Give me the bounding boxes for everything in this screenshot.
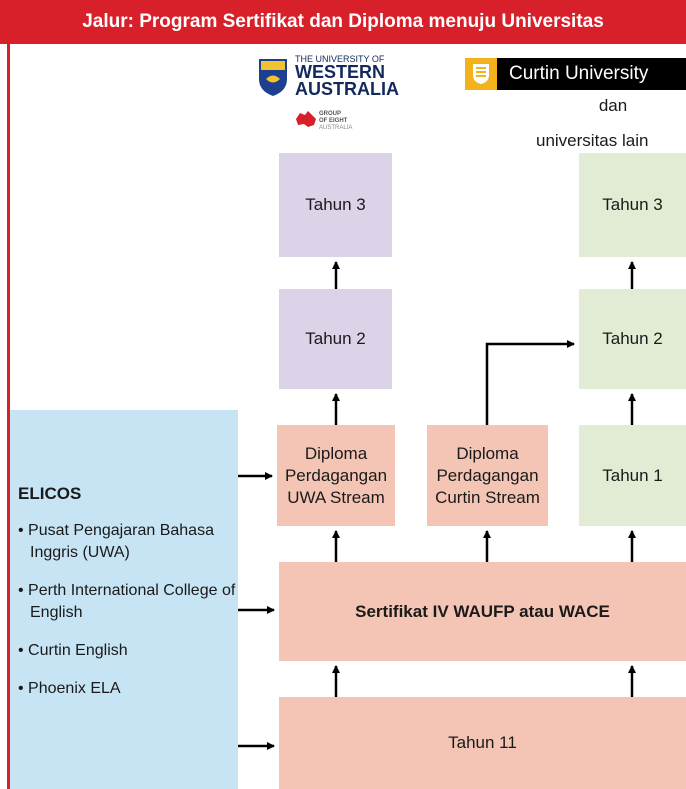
curtin-year2-box: Tahun 2 [579,289,686,389]
certificate-box: Sertifikat IV WAUFP atau WACE [279,562,686,661]
uwa-year2-label: Tahun 2 [305,329,366,348]
curtin-diploma-line3: Curtin Stream [435,487,540,507]
right-caption-other-universities: universitas lain [536,131,649,150]
page-title: Jalur: Program Sertifikat dan Diploma me… [0,0,686,44]
uwa-year3-label: Tahun 3 [305,195,366,214]
elicos-item-uwa-centre: • Pusat Pengajaran Bahasa Inggris (UWA) [18,522,214,561]
arrow-curtin-diploma-to-year2 [485,340,575,425]
uwa-logo-line3: AUSTRALIA [295,79,399,99]
elicos-item-phoenix: • Phoenix ELA [18,680,121,697]
go8-logo-line2: OF EIGHT [319,118,348,124]
go8-map-icon [296,111,316,127]
curtin-logo: Curtin University [465,58,686,90]
right-caption-and: dan [598,96,628,115]
uwa-diploma-box: Diploma Perdagangan UWA Stream [277,425,395,526]
uwa-year2-box: Tahun 2 [279,289,392,389]
curtin-diploma-line2: Perdagangan [436,465,539,485]
curtin-year1-box: Tahun 1 [579,425,686,526]
uwa-diploma-line2: Perdagangan [284,465,388,485]
uwa-year3-box: Tahun 3 [279,153,392,257]
curtin-year2-label: Tahun 2 [602,329,663,348]
elicos-list: • Pusat Pengajaran Bahasa Inggris (UWA) … [18,520,238,700]
curtin-year3-box: Tahun 3 [579,153,686,257]
curtin-logo-text: Curtin University [509,63,649,84]
left-border [7,44,10,789]
uwa-logo: THE UNIVERSITY OF WESTERN AUSTRALIA GROU… [257,54,402,146]
uwa-logo-line2: WESTERN [295,62,385,82]
uwa-crest-icon [259,59,287,96]
year11-label: Tahun 11 [448,733,517,752]
curtin-diploma-line1: Diploma [456,443,519,463]
year11-box: Tahun 11 [279,697,686,789]
elicos-item-curtin-english: • Curtin English [18,642,128,659]
go8-logo-line3: AUSTRALIA [319,125,353,131]
elicos-item-perth-international: • Perth International College of English [18,582,236,621]
uwa-diploma-line3: UWA Stream [287,487,385,507]
elicos-title: ELICOS [18,484,82,503]
curtin-year3-label: Tahun 3 [602,195,663,214]
certificate-label: Sertifikat IV WAUFP atau WACE [355,601,610,621]
curtin-diploma-box: Diploma Perdagangan Curtin Stream [427,425,548,526]
elicos-panel: ELICOS • Pusat Pengajaran Bahasa Inggris… [10,410,238,789]
go8-logo-line1: GROUP [319,111,342,117]
uwa-logo-line1: THE UNIVERSITY OF [295,54,385,64]
uwa-diploma-line1: Diploma [304,443,368,463]
curtin-year1-label: Tahun 1 [602,465,663,485]
curtin-shield-icon [465,58,497,90]
